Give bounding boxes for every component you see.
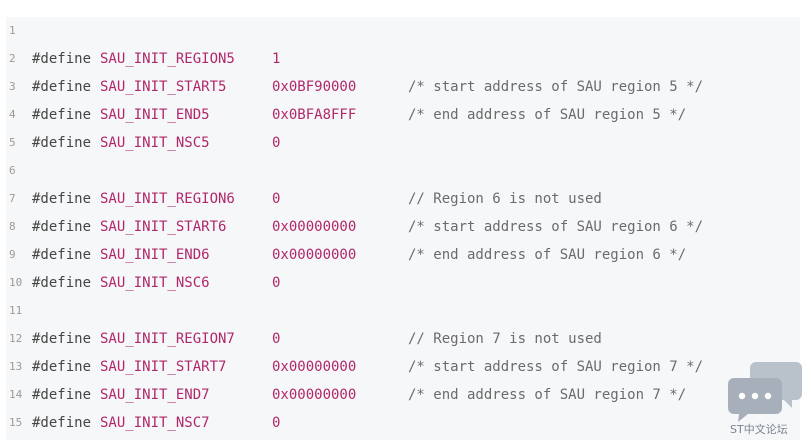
forum-chat-button[interactable] [726, 360, 806, 440]
macro-value: 0x0BFA8FFF [272, 107, 357, 123]
macro-value: 0x00000000 [272, 387, 357, 403]
macro-value: 0 [272, 275, 281, 291]
line-number: 13 [9, 360, 23, 373]
chat-bubbles-icon [728, 362, 802, 422]
line-number: 1 [9, 24, 16, 37]
define-keyword: #define [32, 331, 92, 347]
line-number: 12 [9, 332, 23, 345]
code-comment: /* start address of SAU region 7 */ [408, 359, 704, 375]
line-number: 10 [9, 276, 23, 289]
line-number: 7 [9, 192, 16, 205]
line-number: 3 [9, 80, 16, 93]
line-number: 9 [9, 248, 16, 261]
define-keyword: #define [32, 275, 92, 291]
code-comment: /* end address of SAU region 7 */ [408, 387, 687, 403]
code-line: 10 #define SAU_INIT_NSC6 0 [6, 273, 800, 293]
macro-name: SAU_INIT_REGION7 [100, 331, 235, 347]
line-number: 15 [9, 416, 23, 429]
macro-name: SAU_INIT_NSC7 [100, 415, 210, 431]
define-keyword: #define [32, 219, 92, 235]
code-comment: // Region 6 is not used [408, 191, 602, 207]
macro-value: 0x0BF90000 [272, 79, 357, 95]
define-keyword: #define [32, 247, 92, 263]
macro-value: 0 [272, 415, 281, 431]
code-line: 9 #define SAU_INIT_END6 0x00000000 /* end ad… [6, 245, 800, 265]
code-line: 6 [6, 161, 800, 181]
forum-label[interactable]: ST中文论坛 [730, 423, 788, 436]
macro-name: SAU_INIT_END7 [100, 387, 210, 403]
macro-value: 0 [272, 331, 281, 347]
code-line: 8 #define SAU_INIT_START6 0x00000000 /* star… [6, 217, 800, 237]
line-number: 14 [9, 388, 23, 401]
code-line: 2 #define SAU_INIT_REGION5 1 [6, 49, 800, 69]
code-comment: /* start address of SAU region 5 */ [408, 79, 704, 95]
macro-name: SAU_INIT_START5 [100, 79, 227, 95]
code-line: 5 #define SAU_INIT_NSC5 0 [6, 133, 800, 153]
code-comment: // Region 7 is not used [408, 331, 602, 347]
line-number: 8 [9, 220, 16, 233]
code-line: 13 #define SAU_INIT_START7 0x00000000 /* sta… [6, 357, 800, 377]
macro-value: 0x00000000 [272, 247, 357, 263]
code-line: 15 #define SAU_INIT_NSC7 0 [6, 413, 800, 433]
define-keyword: #define [32, 51, 92, 67]
code-line: 11 [6, 301, 800, 321]
macro-value: 0x00000000 [272, 219, 357, 235]
define-keyword: #define [32, 387, 92, 403]
macro-name: SAU_INIT_REGION6 [100, 191, 235, 207]
macro-value: 0 [272, 191, 281, 207]
code-line: 7 #define SAU_INIT_REGION6 0 // Region 6 is … [6, 189, 800, 209]
define-keyword: #define [32, 415, 92, 431]
line-number: 2 [9, 52, 16, 65]
code-line: 1 [6, 21, 800, 41]
define-keyword: #define [32, 135, 92, 151]
define-keyword: #define [32, 359, 92, 375]
code-line: 12 #define SAU_INIT_REGION7 0 // Region 7 is… [6, 329, 800, 349]
line-number: 11 [9, 304, 23, 317]
macro-name: SAU_INIT_REGION5 [100, 51, 235, 67]
define-keyword: #define [32, 79, 92, 95]
code-line: 14 #define SAU_INIT_END7 0x00000000 /* end a… [6, 385, 800, 405]
macro-name: SAU_INIT_END5 [100, 107, 210, 123]
line-number: 4 [9, 108, 16, 121]
code-comment: /* end address of SAU region 6 */ [408, 247, 687, 263]
line-number: 5 [9, 136, 16, 149]
macro-name: SAU_INIT_START6 [100, 219, 227, 235]
macro-value: 0x00000000 [272, 359, 357, 375]
macro-value: 0 [272, 135, 281, 151]
code-comment: /* end address of SAU region 5 */ [408, 107, 687, 123]
macro-name: SAU_INIT_NSC6 [100, 275, 210, 291]
macro-name: SAU_INIT_NSC5 [100, 135, 210, 151]
macro-name: SAU_INIT_START7 [100, 359, 227, 375]
macro-value: 1 [272, 51, 281, 67]
define-keyword: #define [32, 107, 92, 123]
code-comment: /* start address of SAU region 6 */ [408, 219, 704, 235]
define-keyword: #define [32, 191, 92, 207]
code-line: 3 #define SAU_INIT_START5 0x0BF90000 /* star… [6, 77, 800, 97]
line-number: 6 [9, 164, 16, 177]
code-line: 4 #define SAU_INIT_END5 0x0BFA8FFF /* end ad… [6, 105, 800, 125]
macro-name: SAU_INIT_END6 [100, 247, 210, 263]
